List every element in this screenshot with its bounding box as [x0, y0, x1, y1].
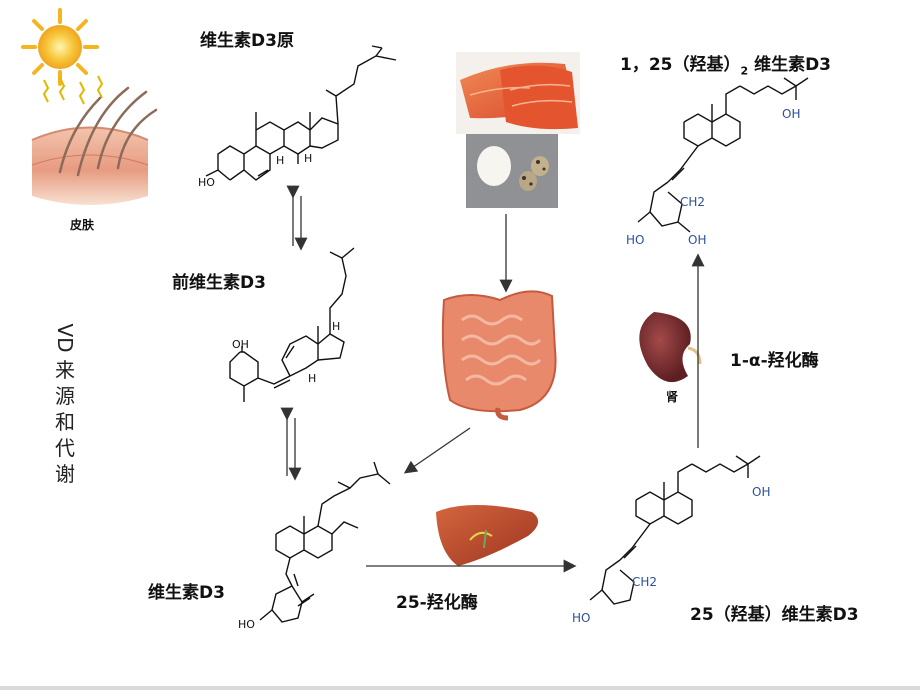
svg-text:H: H	[304, 152, 312, 165]
label-skin: 皮肤	[70, 218, 95, 232]
svg-text:CH2: CH2	[680, 195, 705, 209]
structure-125-dihydroxy-d3: OH CH2 HO OH	[626, 77, 809, 247]
label-vitamin-d3: 维生素D3	[148, 583, 225, 603]
svg-text:HO: HO	[198, 176, 215, 189]
skin-icon	[31, 86, 158, 205]
label-previtamin-d3: 前维生素D3	[172, 273, 266, 293]
label-provitamin-d3: 维生素D3原	[200, 31, 294, 51]
svg-text:HO: HO	[572, 611, 590, 625]
svg-text:OH: OH	[232, 338, 249, 351]
reversible-arrow-2	[280, 407, 302, 481]
footer-divider	[0, 686, 920, 690]
label-125-prefix: 1，25（羟基）	[620, 55, 741, 75]
svg-text:CH2: CH2	[632, 575, 657, 589]
uv-rays-icon	[42, 75, 104, 105]
svg-text:H: H	[308, 372, 316, 385]
side-title-char: 源	[55, 384, 75, 408]
kidney-icon	[639, 312, 702, 383]
liver-icon	[436, 505, 539, 566]
structure-provitamin-d3: HO H H	[198, 45, 397, 189]
reversible-arrow-1	[286, 185, 308, 251]
label-125-dihydroxy-d3: 1，25（羟基）2 维生素D3	[620, 50, 831, 77]
salmon-photo	[456, 52, 580, 134]
eggs-photo	[466, 134, 558, 208]
intestine-icon	[441, 290, 557, 421]
svg-text:H: H	[276, 154, 284, 167]
label-kidney: 肾	[666, 390, 679, 404]
side-title-char: 谢	[55, 462, 75, 486]
label-125-suffix: 维生素D3	[748, 55, 832, 75]
label-125-subscript: 2	[740, 64, 749, 78]
side-title-char: 代	[55, 436, 75, 460]
svg-text:OH: OH	[752, 485, 770, 499]
label-enzyme-1-alpha-hydroxylase: 1-α-羟化酶	[730, 351, 819, 371]
arrow-intestine-to-vitd3	[403, 427, 471, 474]
svg-text:OH: OH	[688, 233, 706, 247]
svg-text:OH: OH	[782, 107, 800, 121]
label-enzyme-25-hydroxylase: 25-羟化酶	[396, 593, 478, 613]
structure-vitamin-d3: HO	[238, 461, 391, 631]
side-title-char: 和	[55, 410, 75, 434]
sun-icon	[21, 8, 99, 86]
label-25-hydroxy-d3: 25（羟基）维生素D3	[690, 605, 859, 625]
side-title-vd: VD	[53, 323, 77, 353]
side-title-char: 来	[55, 358, 75, 382]
svg-text:HO: HO	[238, 618, 255, 631]
svg-text:HO: HO	[626, 233, 644, 247]
side-title: VD 来 源 和 代 谢	[50, 323, 80, 487]
svg-text:H: H	[332, 320, 340, 333]
